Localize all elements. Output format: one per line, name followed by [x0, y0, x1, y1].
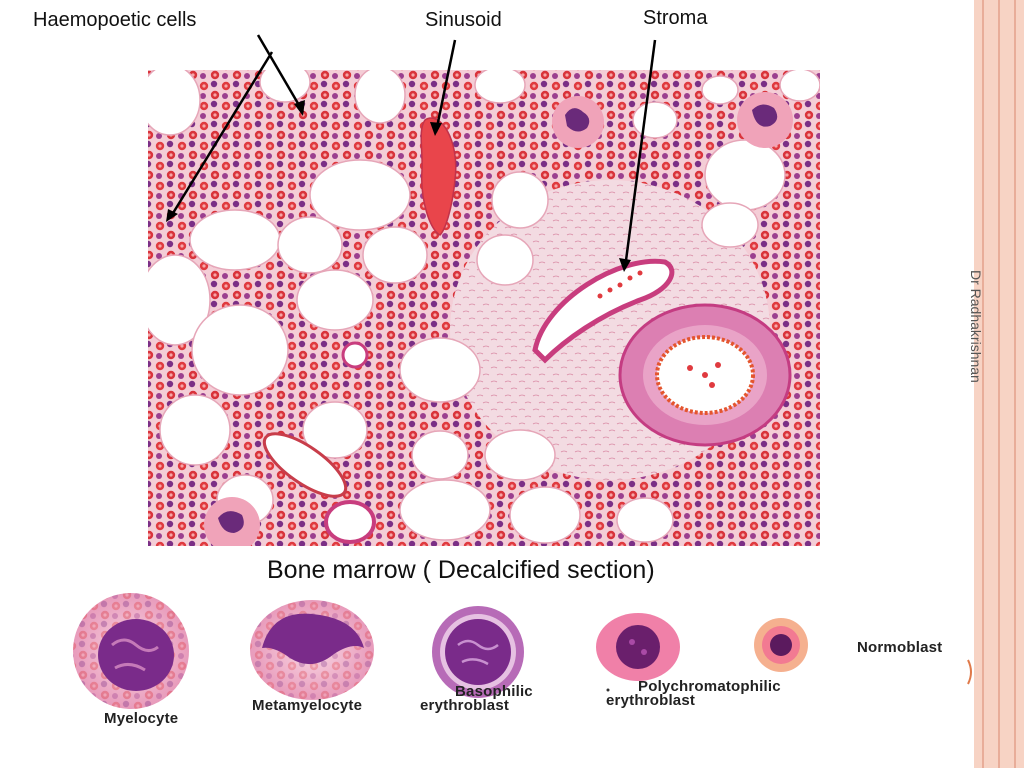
border-line	[982, 0, 984, 768]
border-line	[1014, 0, 1016, 768]
label-erythroblast-2: erythroblast	[606, 692, 696, 709]
metamyelocyte-cell	[250, 600, 374, 700]
myelocyte-cell	[73, 593, 189, 709]
arteriole	[618, 303, 792, 447]
stray-dot	[606, 688, 610, 692]
label-stroma: Stroma	[643, 7, 708, 29]
label-myelocyte: Myelocyte	[104, 710, 179, 727]
arrowheads	[166, 100, 631, 272]
small-vessel	[262, 432, 348, 498]
megakaryocytes	[204, 92, 793, 546]
normoblast-cell	[754, 618, 808, 672]
small-vessel	[324, 500, 376, 544]
label-sinusoid: Sinusoid	[425, 9, 502, 31]
border-line	[998, 0, 1000, 768]
basophilic-erythroblast-cell	[432, 606, 524, 698]
slide-right-border	[974, 0, 1024, 768]
figure-caption: Bone marrow ( Decalcified section)	[267, 556, 655, 584]
author-credit: Dr Radhakrishnan	[968, 270, 984, 383]
sinusoid-vessel	[420, 117, 457, 236]
pointer-arrows	[168, 34, 657, 269]
label-normoblast: Normoblast	[857, 639, 943, 656]
small-vessel	[341, 341, 369, 369]
bone-marrow-section	[148, 70, 820, 546]
fat-cells	[148, 70, 820, 544]
label-erythroblast-1: erythroblast	[420, 697, 510, 714]
vessel-rbcs	[597, 270, 643, 299]
slide-accent-arc	[967, 659, 972, 685]
cell-series	[73, 593, 808, 709]
stromal-vessel	[532, 258, 675, 364]
polychromatophilic-erythroblast-cell	[596, 613, 680, 681]
label-metamyelocyte: Metamyelocyte	[252, 697, 363, 714]
label-haemopoetic-cells: Haemopoetic cells	[33, 9, 197, 31]
label-polychromatophilic: Polychromatophilic	[638, 678, 781, 695]
label-basophilic: Basophilic	[455, 683, 533, 700]
